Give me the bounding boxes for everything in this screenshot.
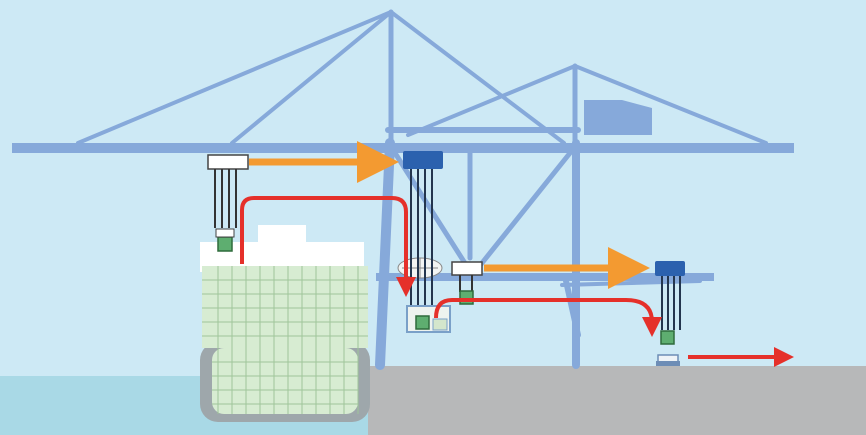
container-ship [200,225,370,422]
machinery-house [584,100,652,135]
portal-beam [376,273,714,281]
apex2-stay-left [406,64,577,137]
brace-2 [475,150,573,271]
quay-wall [368,366,866,435]
forestay-mid [230,10,393,145]
cargo-grid-lines [202,266,368,414]
main-boom [12,143,794,153]
container-quay-drop [660,330,675,345]
main-trolley-start [207,154,249,252]
container-portal-pick [459,290,474,305]
platform-box [432,318,448,331]
apex2-stay-right [573,64,768,145]
container-platform-drop [415,315,430,330]
flow-portal-hoist-path [434,298,662,337]
ship-bridge [258,225,306,247]
ship-hold [212,348,358,414]
quay-vehicle [656,354,680,366]
flow-main-hoist-path [240,196,416,297]
flow-arrows [240,141,794,367]
container-ship-pick [217,236,233,252]
portal-trolley-end [655,261,685,345]
main-trolley-end [403,151,443,330]
leg-foot-right [563,278,581,338]
forestay-left [76,10,393,145]
backstay-right [389,10,566,145]
